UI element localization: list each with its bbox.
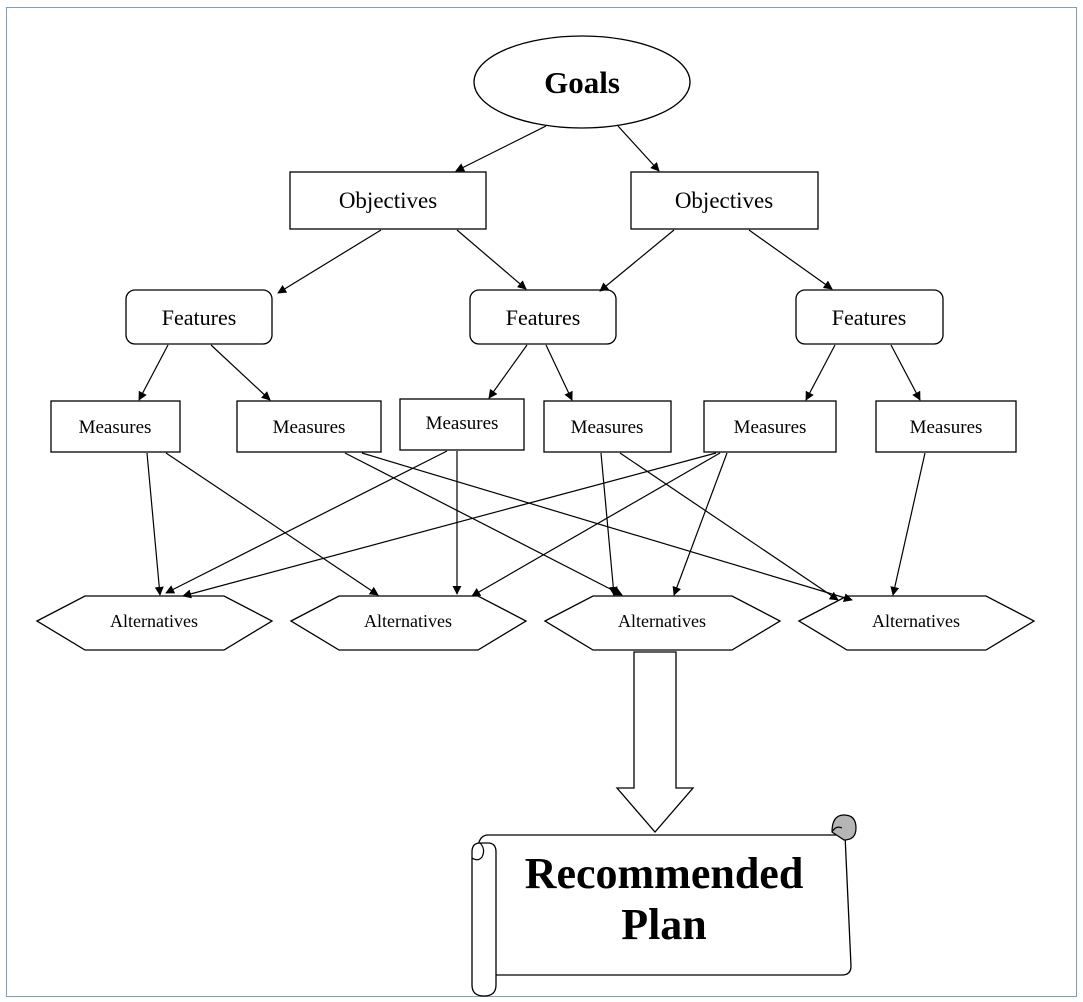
measures-label-1: Measures (79, 417, 152, 438)
goals-label: Goals (544, 65, 620, 100)
features-label-1: Features (162, 305, 237, 330)
alternatives-label-4: Alternatives (872, 611, 960, 631)
alternatives-node-4: Alternatives (797, 595, 1036, 651)
measures-node-4: Measures (543, 400, 672, 453)
alternatives-label-2: Alternatives (364, 611, 452, 631)
measures-node-1: Measures (50, 400, 181, 453)
arrow-measures-alternatives (890, 452, 926, 596)
measures-node-3: Measures (399, 398, 525, 451)
objectives-node-2: Objectives (630, 171, 819, 230)
arrow-measures-alternatives (165, 452, 379, 596)
diagram-frame (6, 7, 1077, 997)
arrow-measures-alternatives (165, 450, 448, 594)
measures-label-2: Measures (273, 417, 346, 438)
alternatives-node-2: Alternatives (289, 595, 528, 651)
features-label-3: Features (832, 305, 907, 330)
features-node-2: Features (469, 289, 617, 345)
plan-title-line-1: Recommended (525, 849, 804, 898)
arrow-measures-alternatives (182, 452, 717, 599)
alternatives-label-3: Alternatives (618, 611, 706, 631)
measures-label-6: Measures (910, 417, 983, 438)
arrow-measures-alternatives (146, 452, 164, 596)
measures-node-5: Measures (703, 400, 837, 453)
arrow-measures-alternatives (600, 452, 618, 596)
arrow-measures-alternatives (344, 452, 623, 596)
alternatives-node-1: Alternatives (35, 595, 274, 651)
recommended-plan-scroll: Recommended Plan (471, 814, 857, 997)
arrow-goals-objectives-2 (617, 125, 660, 172)
arrow-objectives-features (748, 229, 833, 290)
connectors (138, 125, 926, 602)
arrow-measures-alternatives (361, 452, 853, 602)
arrow-features-measures (138, 344, 169, 401)
hollow-down-arrow (615, 651, 695, 833)
arrow-features-measures (890, 344, 921, 401)
objectives-label-2: Objectives (675, 188, 773, 213)
arrow-objectives-features (599, 229, 675, 292)
plan-title-line-2: Plan (621, 900, 707, 949)
arrow-features-measures (805, 344, 836, 401)
alternatives-label-1: Alternatives (110, 611, 198, 631)
features-label-2: Features (506, 305, 581, 330)
measures-label-4: Measures (571, 417, 644, 438)
measures-node-6: Measures (875, 400, 1017, 453)
arrow-measures-alternatives (672, 452, 728, 596)
objectives-node-1: Objectives (289, 171, 487, 230)
features-node-1: Features (125, 289, 273, 345)
arrow-measures-alternatives (619, 452, 839, 601)
arrow-goals-objectives-1 (455, 125, 547, 172)
arrow-features-measures (210, 344, 271, 401)
measures-label-3: Measures (426, 413, 499, 434)
arrow-measures-alternatives (471, 452, 721, 597)
alternatives-node-3: Alternatives (543, 595, 782, 651)
arrow-objectives-features (456, 229, 527, 290)
arrow-features-measures (488, 344, 528, 399)
goals-node: Goals (473, 35, 691, 129)
objectives-label-1: Objectives (339, 188, 437, 213)
arrow-objectives-features (277, 229, 382, 294)
measures-label-5: Measures (734, 417, 807, 438)
arrow-features-measures (545, 344, 573, 401)
measures-node-2: Measures (236, 400, 382, 453)
features-node-3: Features (795, 289, 944, 345)
